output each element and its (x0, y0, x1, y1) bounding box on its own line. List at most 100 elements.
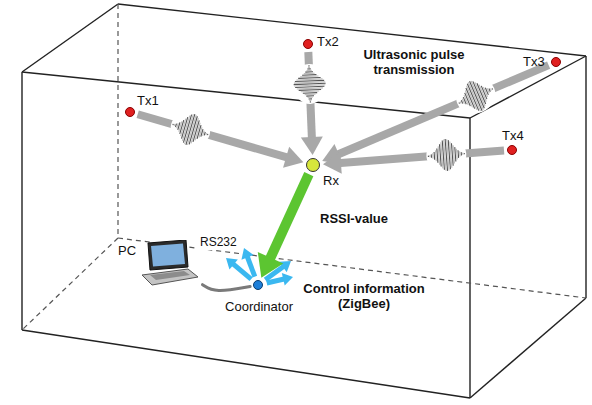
edge-label: RS232 (198, 236, 239, 250)
transmitter-dot: Tx1 (125, 107, 135, 117)
pulse-stroke (468, 82, 480, 111)
pulse-stroke (432, 153, 433, 158)
pulse-stroke (467, 84, 478, 111)
pulse-stroke (464, 153, 465, 154)
node-label: Tx3 (523, 55, 545, 69)
pulse-stroke (193, 120, 199, 142)
pulse-stroke (431, 154, 432, 157)
transmitter-dot: Tx2 (303, 39, 313, 49)
annotation-text: Ultrasonic pulse transmission (348, 48, 480, 78)
pulse-stroke (492, 88, 494, 89)
pulse-ground (451, 73, 501, 120)
pulse-stroke (308, 65, 309, 66)
pulse-stroke (204, 132, 206, 135)
broadcast-shaft (247, 255, 255, 276)
pulse-stroke (296, 79, 322, 80)
pulse-stroke (459, 151, 460, 156)
room-edges (22, 4, 586, 398)
receiver-dot: Rx (306, 158, 320, 172)
pulse-stroke (458, 102, 460, 103)
transmitter-dot: Tx4 (507, 145, 517, 155)
pulse-stroke (489, 89, 490, 92)
pulse-stroke (294, 82, 325, 83)
pulse-stroke (307, 68, 310, 69)
arrowhead (323, 152, 342, 174)
arrowhead (301, 137, 323, 155)
laptop-icon (140, 240, 200, 286)
connector-line (269, 174, 309, 262)
signal-arrow (258, 174, 309, 278)
pulse-stroke (465, 93, 471, 106)
pulse-stroke (310, 101, 311, 102)
pulse-stroke (305, 71, 313, 72)
node-label: Tx4 (502, 129, 524, 143)
pulse-stroke (300, 76, 318, 78)
pulse-stroke (457, 150, 459, 158)
connector-line (202, 285, 250, 291)
pulse-stroke (197, 125, 201, 139)
pulse-packet (451, 73, 501, 120)
pulse-stroke (429, 155, 430, 157)
pulse-stroke (308, 67, 310, 68)
laptop-screen (148, 240, 188, 270)
pulse-stroke (172, 124, 173, 125)
broadcast-head (226, 258, 238, 269)
laptop-display (151, 244, 185, 267)
broadcast-shaft (267, 279, 285, 283)
pulse-stroke (304, 73, 315, 75)
node-label: Rx (323, 174, 339, 188)
pulse-stroke (460, 101, 462, 103)
pulse-ground (166, 108, 214, 152)
pulse-stroke (195, 123, 200, 141)
pulse-stroke (456, 149, 458, 160)
pulse-stroke (308, 97, 313, 98)
hidden-edges (22, 4, 586, 330)
pulse-stroke (309, 100, 311, 101)
pulse-stroke (302, 74, 316, 76)
pulse-stroke (437, 148, 438, 162)
signal-arrow (323, 151, 504, 174)
node-label: Tx1 (137, 94, 159, 108)
annotation-text: Control information (ZigBee) (296, 282, 432, 312)
pulse-stroke (428, 156, 429, 157)
pulse-stroke (295, 80, 324, 81)
pulse-packet (292, 63, 328, 104)
pulse-stroke (462, 153, 463, 155)
pulse-stroke (205, 133, 207, 135)
pulse-stroke (465, 90, 472, 107)
node-label: Tx2 (317, 35, 339, 49)
connector-line (337, 151, 504, 164)
pulse-ground (292, 63, 328, 104)
laptop-keyboard (150, 271, 190, 280)
pulse-stroke (303, 92, 317, 94)
pulse-stroke (490, 89, 492, 91)
laptop-base (142, 269, 198, 285)
pc-laptop: PC (140, 240, 200, 286)
pulse-stroke (294, 83, 326, 84)
pulse-stroke (306, 70, 311, 71)
signal-arrow (138, 114, 304, 168)
broadcast-head (282, 273, 293, 286)
pulse-stroke (305, 94, 316, 96)
pulse-stroke (295, 86, 324, 87)
serial-cable (202, 285, 250, 291)
pulse-stroke (207, 134, 208, 135)
pulse-stroke (309, 98, 312, 99)
pulse-stroke (301, 90, 319, 92)
pulse-stroke (434, 152, 436, 160)
pulse-packet (166, 108, 214, 152)
pulse-packet (425, 136, 467, 173)
pulse-stroke (463, 97, 466, 104)
pulse-stroke (461, 100, 462, 103)
broadcast-head (241, 248, 253, 260)
coordinator-dot: Coordinator (253, 280, 263, 290)
pulse-stroke (435, 150, 437, 161)
node-label: Coordinator (225, 300, 293, 314)
pulse-stroke (461, 152, 462, 155)
edge-label: RSSI-value (318, 212, 390, 227)
arrowhead (258, 252, 283, 278)
connector-line (138, 114, 290, 158)
pulse-stroke (455, 147, 456, 161)
